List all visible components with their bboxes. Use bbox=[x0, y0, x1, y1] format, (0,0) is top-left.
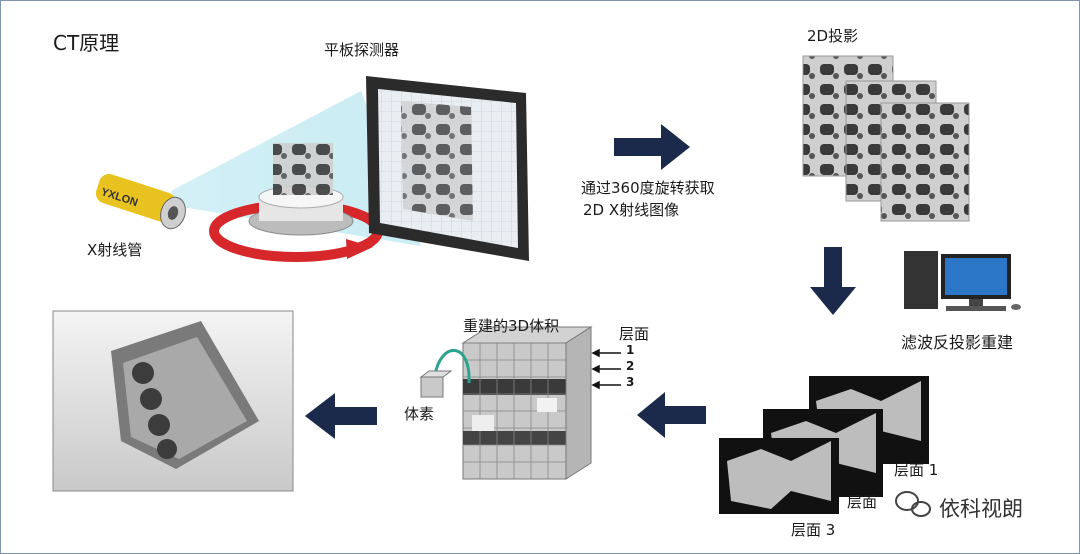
layer-1-number: 1 bbox=[626, 343, 635, 357]
arrow-right bbox=[614, 124, 690, 170]
layers-label: 层面 bbox=[619, 325, 650, 343]
layer-3-number: 3 bbox=[626, 375, 635, 389]
slice-1-label: 层面 1 bbox=[894, 461, 939, 479]
arrow-left-2 bbox=[305, 393, 377, 439]
voxel-link bbox=[433, 348, 471, 384]
voxel-label: 体素 bbox=[404, 405, 435, 423]
detector-label: 平板探测器 bbox=[324, 41, 400, 59]
slice-images-icon bbox=[719, 376, 929, 514]
layer-2-number: 2 bbox=[626, 359, 635, 373]
projection-2d-label: 2D投影 bbox=[807, 27, 859, 45]
volume-cube-icon bbox=[461, 326, 593, 480]
computer-icon bbox=[904, 251, 1021, 311]
volume-3d-label: 重建的3D体积 bbox=[463, 317, 560, 335]
reconstruction-label: 滤波反投影重建 bbox=[901, 333, 1014, 352]
arrow-left-1 bbox=[637, 392, 706, 438]
wechat-logo-icon bbox=[895, 491, 931, 517]
watermark-text: 依科视朗 bbox=[939, 497, 1023, 521]
rotation-text-line2: 2D X射线图像 bbox=[583, 201, 680, 219]
layer-pointer-arrows bbox=[591, 348, 621, 390]
flat-panel-detector-icon bbox=[366, 76, 529, 261]
slice-2-label: 层面 bbox=[847, 493, 878, 511]
projection-stack-icon bbox=[802, 55, 970, 222]
diagram-title: CT原理 bbox=[53, 31, 120, 55]
engine-block-object bbox=[273, 143, 333, 195]
rotation-text-line1: 通过360度旋转获取 bbox=[581, 179, 715, 197]
xray-tube-label: X射线管 bbox=[87, 241, 143, 259]
arrow-down bbox=[810, 247, 856, 315]
xray-tube-icon: YXLON bbox=[95, 173, 186, 230]
rendered-engine-image bbox=[52, 310, 294, 492]
voxel-icon bbox=[419, 370, 453, 398]
slice-3-label: 层面 3 bbox=[791, 521, 836, 539]
